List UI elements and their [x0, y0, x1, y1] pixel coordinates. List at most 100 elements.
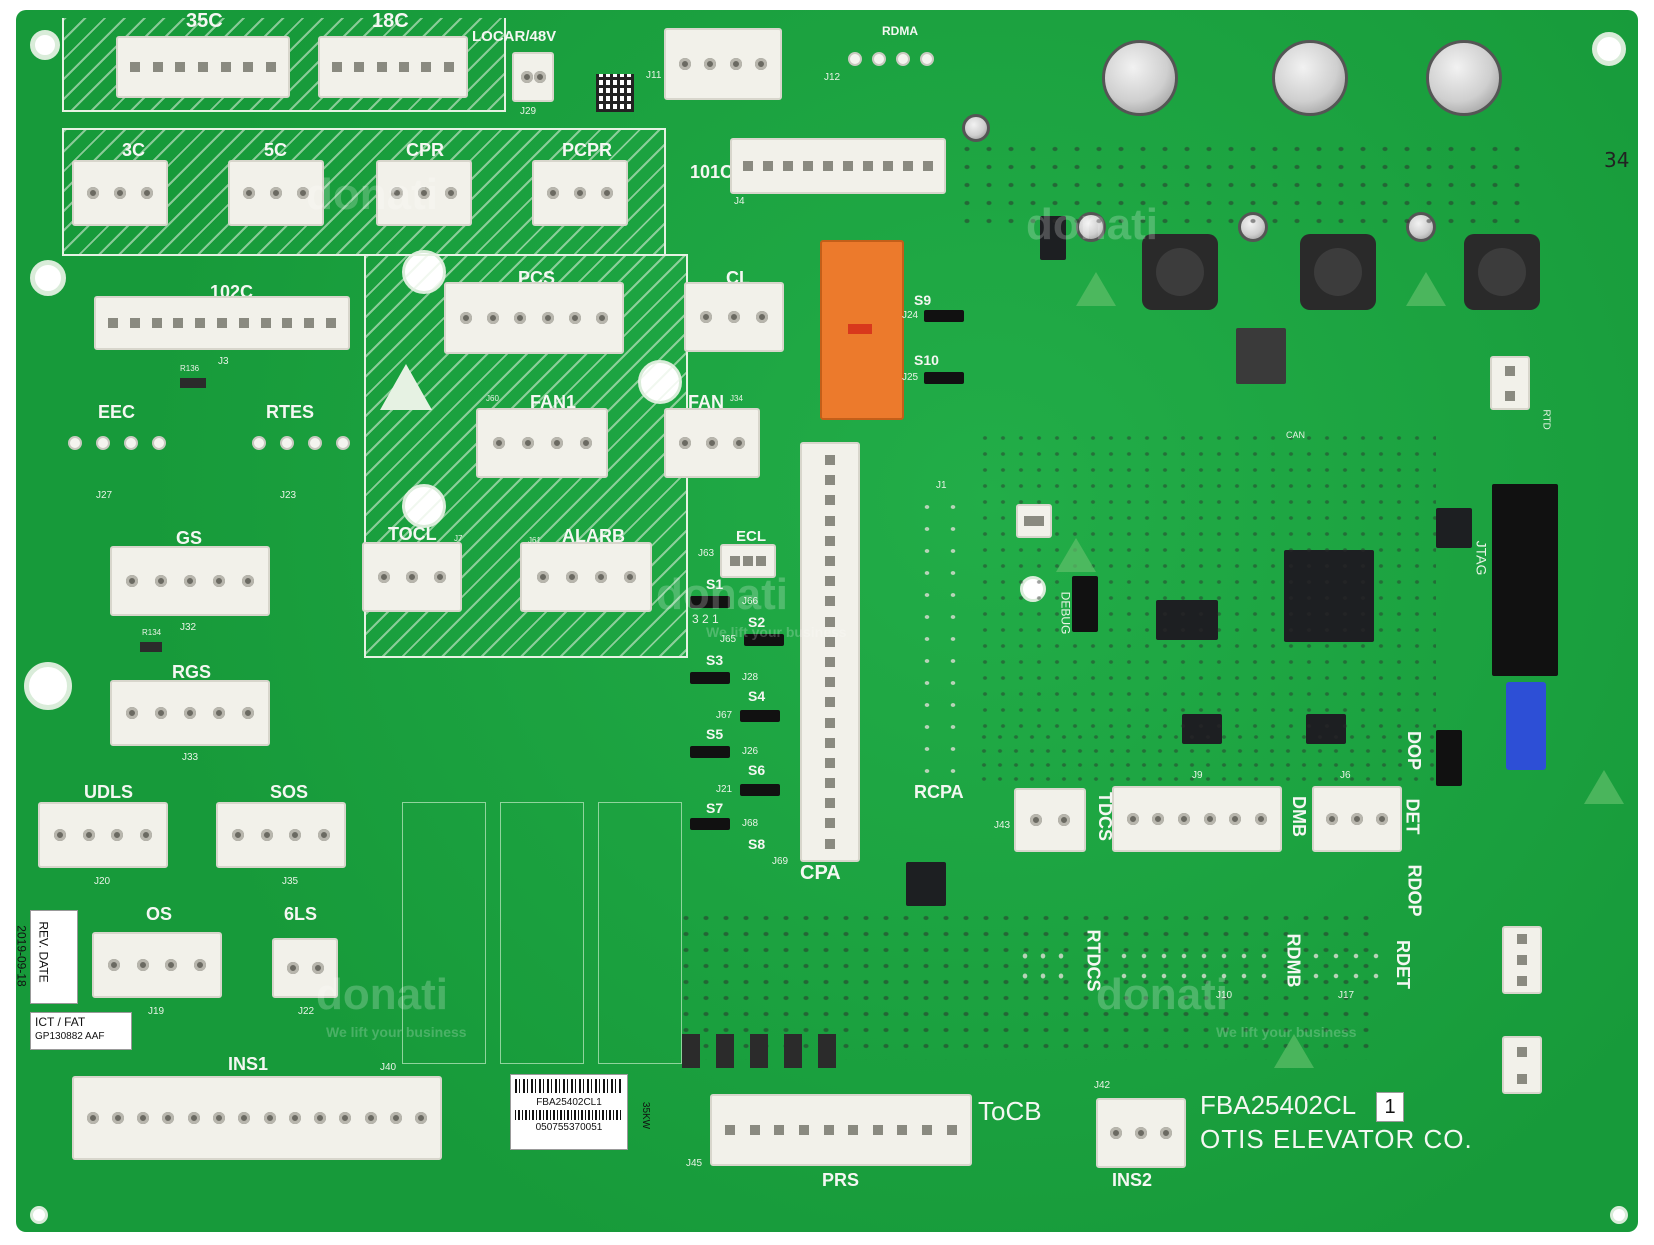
designator-j17: J17	[1338, 990, 1355, 1001]
jumper-s4-header[interactable]	[740, 710, 780, 722]
designator-j10: J10	[1216, 990, 1233, 1001]
debug-header[interactable]	[1072, 576, 1098, 632]
jumper-s7: S7	[706, 800, 724, 816]
connector-gs[interactable]	[110, 546, 270, 616]
label-rtes: RTES	[266, 402, 315, 422]
jumper-s6-header[interactable]	[740, 784, 780, 796]
designator-r136: R136	[180, 364, 200, 373]
pcb-board: 35C 18C LOCAR/48V J29 J11 RDMA J12 3C 5C…	[16, 10, 1638, 1232]
designator-j4: J4	[734, 196, 745, 207]
connector-fan[interactable]	[664, 408, 760, 478]
connector-tdcs[interactable]	[1014, 788, 1086, 852]
connector-pcpr[interactable]	[532, 160, 628, 226]
label-ecl: ECL	[736, 528, 766, 545]
pads-rtes	[252, 436, 350, 450]
connector-3c[interactable]	[72, 160, 168, 226]
label-det: DET	[1402, 798, 1423, 835]
esd-symbol	[1406, 272, 1446, 306]
connector-dmb[interactable]	[1112, 786, 1282, 852]
relay	[820, 240, 904, 420]
connector-102c[interactable]	[94, 296, 350, 350]
ict-fat-label: ICT / FAT GP130882 AAF	[30, 1012, 132, 1050]
designator-j3: J3	[218, 356, 229, 367]
jumper-s5-header[interactable]	[690, 746, 730, 758]
jumper-s7-header[interactable]	[690, 818, 730, 830]
connector-right-1[interactable]	[1502, 926, 1542, 994]
ic-chip	[1182, 714, 1222, 744]
jumper-s9-header[interactable]	[924, 310, 964, 322]
connector-sos[interactable]	[216, 802, 346, 868]
jumper-s1-header[interactable]	[690, 596, 730, 608]
esd-symbol	[1076, 272, 1116, 306]
connector-right-2[interactable]	[1502, 1036, 1542, 1094]
jumper-s5: S5	[706, 726, 724, 742]
jumper-s2: S2	[748, 614, 766, 630]
label-rdma: RDMA	[882, 24, 918, 38]
sticker-part: FBA25402CL1	[536, 1097, 602, 1108]
connector-alarb[interactable]	[520, 542, 652, 612]
designator-j25: J25	[902, 372, 919, 383]
blue-connector[interactable]	[1506, 682, 1546, 770]
jumper-s1: S1	[706, 576, 724, 592]
label-ins2: INS2	[1112, 1170, 1153, 1190]
jumper-s2-header[interactable]	[744, 634, 784, 646]
label-ins1: INS1	[228, 1054, 269, 1074]
connector-pcs[interactable]	[444, 282, 624, 354]
connector-cpa[interactable]	[800, 442, 860, 862]
jumper-s3: S3	[706, 652, 724, 668]
watermark-brand: donati	[316, 970, 448, 1019]
connector-os[interactable]	[92, 932, 222, 998]
connector-5c[interactable]	[228, 160, 324, 226]
connector-cl[interactable]	[684, 282, 784, 352]
revision-box: 1	[1376, 1092, 1404, 1122]
connector-fan1[interactable]	[476, 408, 608, 478]
watermark-tagline: We lift your business	[706, 624, 847, 640]
connector-ins2[interactable]	[1096, 1098, 1186, 1168]
label-rdmb: RDMB	[1283, 933, 1304, 988]
connector-18c[interactable]	[318, 36, 468, 98]
label-3c: 3C	[122, 140, 146, 160]
connector-rgs[interactable]	[110, 680, 270, 746]
ic-chip	[1306, 714, 1346, 744]
designator-r134: R134	[142, 628, 162, 637]
connector-rtd[interactable]	[1490, 356, 1530, 410]
rev-date-label: REV. DATE	[36, 921, 51, 983]
label-rdop: RDOP	[1404, 864, 1425, 917]
warning-icon	[380, 364, 432, 410]
designator-j66: J66	[742, 596, 759, 607]
connector-det[interactable]	[1312, 786, 1402, 852]
inductor	[1142, 234, 1218, 310]
connector-ecl[interactable]	[720, 544, 776, 578]
designator-j22: J22	[298, 1006, 315, 1017]
board-part-number: FBA25402CL	[1200, 1090, 1357, 1120]
diode	[682, 1034, 700, 1068]
designator-j26: J26	[742, 746, 759, 757]
sticker-side: 35KW	[640, 1101, 652, 1130]
connector-ins1[interactable]	[72, 1076, 442, 1160]
designator-j63: J63	[698, 548, 715, 559]
connector-cpr[interactable]	[376, 160, 472, 226]
label-debug: DEBUG	[1058, 591, 1073, 635]
mounting-hole	[30, 30, 60, 60]
jumper-s10-header[interactable]	[924, 372, 964, 384]
esd-symbol	[1584, 770, 1624, 804]
connector-prs[interactable]	[710, 1094, 972, 1166]
watermark-brand: donati	[1026, 200, 1158, 249]
smd-components	[956, 140, 1536, 230]
jumper-s10: S10	[914, 352, 939, 368]
capacitor	[1426, 40, 1502, 116]
relay-footprint	[598, 802, 682, 1064]
label-locar: LOCAR/48V	[472, 28, 557, 45]
connector-6ls[interactable]	[272, 938, 338, 998]
connector-tocl[interactable]	[362, 542, 462, 612]
dop-header[interactable]	[1436, 730, 1462, 786]
connector-j11[interactable]	[664, 28, 782, 100]
jumper-s3-header[interactable]	[690, 672, 730, 684]
connector-small[interactable]	[1016, 504, 1052, 538]
connector-j29[interactable]	[512, 52, 554, 102]
label-dmb: DMB	[1289, 796, 1309, 837]
connector-udls[interactable]	[38, 802, 168, 868]
connector-35c[interactable]	[116, 36, 290, 98]
jtag-header[interactable]	[1492, 484, 1558, 676]
connector-101c[interactable]	[730, 138, 946, 194]
